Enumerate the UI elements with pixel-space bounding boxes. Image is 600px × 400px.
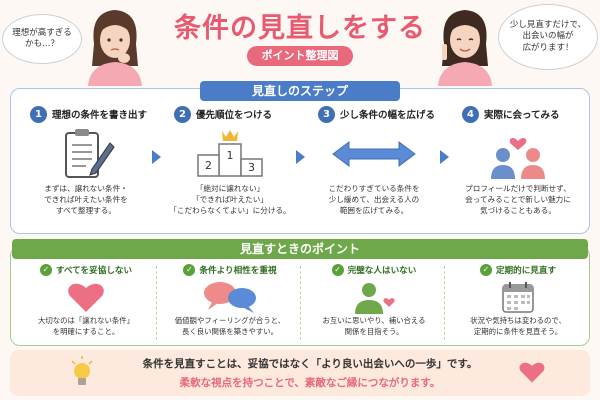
page-title: 条件の見直しをする [174, 13, 426, 44]
thought-bubble-left-text: 理想が高すぎる かも…？ [12, 27, 72, 49]
pointing-woman-illustration [438, 10, 492, 86]
point-description: 価値観やフィーリングが合うと、 長く良い関係を築きやすい。 [174, 316, 286, 336]
step-card-3: 3 少し条件の幅を広げる こだわりすぎている条件を 少し緩めて、出会える人の 範囲… [310, 103, 438, 227]
point-card-1: ✓すべてを妥協しない 大切なのは「譲れない条件」 を明確にすること。 [16, 262, 156, 344]
step-number: 4 [462, 105, 479, 123]
point-divider [156, 266, 157, 340]
point-description: お互いに思いやり、補い合える 関係を目指そう。 [322, 316, 426, 336]
step-number: 3 [318, 105, 335, 123]
step-description: こだわりすぎている条件を 少し緩めて、出会える人の 範囲を広げてみる。 [328, 184, 420, 215]
two-people-heart-icon [491, 137, 545, 179]
heart-icon [519, 362, 545, 383]
check-icon: ✓ [183, 264, 196, 276]
steps-heading: 見直しのステップ [200, 81, 400, 101]
point-divider [300, 266, 301, 340]
check-icon: ✓ [39, 264, 52, 276]
speech-bubbles-icon [204, 282, 256, 313]
podium-second-label: 2 [205, 159, 212, 172]
points-heading: 見直すときのポイント [12, 239, 588, 259]
double-arrow-icon [332, 141, 416, 167]
step-card-2: 2 優先順位をつける 1 2 3 「絶対に譲れない」 「できれば叶えたい」 「こだ… [166, 103, 294, 227]
step-description: 「絶対に譲れない」 「できれば叶えたい」 「こだわらなくてよい」に分ける。 [169, 184, 291, 215]
podium-first-label: 1 [227, 149, 234, 162]
step-number: 1 [30, 105, 47, 123]
check-icon: ✓ [479, 264, 492, 276]
point-card-4: ✓定期的に見直す 状況や気持ちは変わるので、 定期的に条件を見直そう。 [448, 262, 588, 344]
footer-message: 条件を見直すことは、妥協ではなく「より良い出会いへの一歩」です。 [142, 358, 478, 370]
check-icon: ✓ [331, 264, 344, 276]
point-title: 完璧な人はいない [347, 266, 417, 276]
point-card-3: ✓完璧な人はいない お互いに思いやり、補い合える 関係を目指そう。 [304, 262, 444, 344]
step-arrow-icon [440, 150, 449, 164]
point-description: 大切なのは「譲れない条件」 を明確にすること。 [37, 316, 135, 336]
footer-highlight: 柔軟な視点を持つことで、素敵なご縁につながります。 [179, 377, 441, 389]
point-title: すべてを妥協しない [55, 266, 133, 276]
point-description: 状況や気持ちは変わるので、 定期的に条件を見直そう。 [470, 316, 566, 336]
point-title: 定期的に見直す [495, 266, 557, 276]
footer-banner [10, 350, 590, 396]
page-subtitle: ポイント整理図 [247, 46, 353, 66]
calendar-icon [502, 282, 534, 313]
thought-bubble-left: 理想が高すぎる かも…？ [2, 14, 82, 64]
point-card-2: ✓条件より相性を重視 価値観やフィーリングが合うと、 長く良い関係を築きやすい。 [160, 262, 300, 344]
clipboard-pen-icon [65, 129, 115, 178]
person-heart-icon [355, 283, 395, 314]
podium-crown-icon: 1 2 3 [197, 130, 263, 177]
step-title: 少し条件の幅を広げる [340, 110, 436, 121]
step-number: 2 [174, 105, 191, 123]
step-description: まずは、譲れない条件・ できれば叶えたい条件を すべて整理する。 [44, 184, 128, 215]
speech-bubble-right: 少し見直すだけで、 出会いの幅が 広がります！ [498, 4, 598, 70]
step-title: 実際に会ってみる [484, 110, 560, 121]
step-card-1: 1 理想の条件を書き出す まずは、譲れない条件・ できれば叶えたい条件を すべて整… [22, 103, 150, 227]
heart-icon [68, 283, 104, 312]
step-title: 優先順位をつける [196, 110, 273, 121]
step-title: 理想の条件を書き出す [52, 110, 148, 121]
thinking-woman-illustration [88, 10, 142, 86]
speech-bubble-right-text: 少し見直すだけで、 出会いの幅が 広がります！ [509, 19, 587, 53]
point-title: 条件より相性を重視 [199, 266, 277, 276]
point-divider [444, 266, 445, 340]
step-card-4: 4 実際に会ってみる プロフィールだけで判断せず、 会ってみることで新しい魅力に … [454, 103, 582, 227]
podium-third-label: 3 [248, 161, 255, 174]
step-arrow-icon [296, 150, 305, 164]
step-description: プロフィールだけで判断せず、 会ってみることで新しい魅力に 気づけることもある。 [465, 184, 571, 215]
step-arrow-icon [152, 150, 161, 164]
lightbulb-icon [71, 356, 93, 385]
